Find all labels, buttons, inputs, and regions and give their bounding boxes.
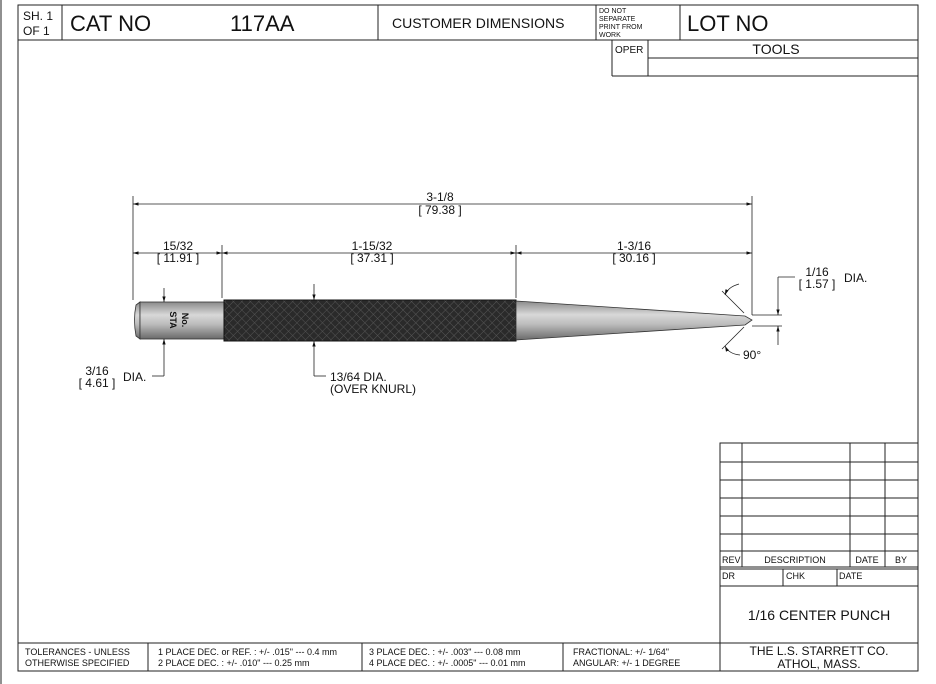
do-not-separate-2: SEPARATE: [599, 16, 636, 23]
punch-head: [134, 301, 141, 340]
taper-length-metric: [ 30.16 ]: [612, 251, 655, 265]
top-title-block: SH. 1 OF 1 CAT NO 117AA CUSTOMER DIMENSI…: [18, 5, 918, 77]
overall-length-metric: [ 79.38 ]: [418, 203, 461, 217]
shank-dia-suffix: DIA.: [123, 370, 146, 384]
cat-no-label: CAT NO: [70, 11, 151, 36]
cat-no-value: 117AA: [230, 11, 295, 36]
tip-dia-fraction: 1/16: [805, 265, 829, 279]
company-name: THE L.S. STARRETT CO.: [750, 644, 889, 658]
tip-angle: 90°: [743, 348, 761, 362]
tolerance-fractional: FRACTIONAL: +/- 1/64": [573, 647, 669, 657]
date-header: DATE: [855, 555, 878, 565]
tolerance-block: TOLERANCES - UNLESS OTHERWISE SPECIFIED …: [18, 642, 720, 671]
revision-block: REV DESCRIPTION DATE BY DR CHK DATE 1/16…: [719, 442, 919, 672]
rev-header: REV: [722, 555, 741, 565]
sheet-number: SH. 1: [23, 9, 53, 23]
knurl-length-fraction: 1-15/32: [352, 239, 393, 253]
knurl-length-metric: [ 37.31 ]: [350, 251, 393, 265]
punch-knurl: [223, 299, 517, 342]
knurl-dia-note: (OVER KNURL): [330, 382, 416, 396]
dr-label: DR: [722, 571, 735, 581]
dimension-labels: 3-1/8 [ 79.38 ] 15/32 [ 11.91 ] 1-15/32 …: [79, 190, 868, 396]
tip-dia-metric: [ 1.57 ]: [799, 277, 836, 291]
tolerance-four-place: 4 PLACE DEC. : +/- .0005" --- 0.01 mm: [369, 658, 526, 668]
do-not-separate-3: PRINT FROM: [599, 24, 643, 31]
sheet-total: OF 1: [23, 24, 50, 38]
tolerances-label-2: OTHERWISE SPECIFIED: [25, 658, 130, 668]
head-length-fraction: 15/32: [163, 239, 193, 253]
tip-dia-suffix: DIA.: [844, 271, 867, 285]
shank-dia-metric: [ 4.61 ]: [79, 376, 116, 390]
by-header: BY: [895, 555, 907, 565]
company-location: ATHOL, MASS.: [777, 657, 860, 671]
overall-length-fraction: 3-1/8: [426, 190, 454, 204]
tools-label: TOOLS: [752, 41, 799, 57]
part-marking-2: No.: [180, 313, 190, 328]
taper-length-fraction: 1-3/16: [617, 239, 651, 253]
tolerance-angular: ANGULAR: +/- 1 DEGREE: [573, 658, 680, 668]
shank-dia-fraction: 3/16: [85, 364, 109, 378]
tolerances-label-1: TOLERANCES - UNLESS: [25, 647, 130, 657]
do-not-separate-1: DO NOT: [599, 8, 627, 15]
tolerance-two-place: 2 PLACE DEC. : +/- .010" --- 0.25 mm: [158, 658, 310, 668]
part-title: 1/16 CENTER PUNCH: [748, 607, 890, 623]
customer-dimensions-label: CUSTOMER DIMENSIONS: [392, 15, 564, 31]
lot-no-label: LOT NO: [687, 11, 769, 36]
punch-taper: [515, 300, 753, 341]
knurl-dia-label: 13/64 DIA.: [330, 370, 387, 384]
dimension-lines: [132, 196, 795, 377]
description-header: DESCRIPTION: [764, 555, 826, 565]
punch-shank: [139, 301, 225, 340]
tolerance-three-place: 3 PLACE DEC. : +/- .003" --- 0.08 mm: [369, 647, 521, 657]
oper-label: OPER: [615, 45, 643, 56]
chk-label: CHK: [786, 571, 805, 581]
date-label: DATE: [839, 571, 862, 581]
part-marking-1: STA: [168, 311, 178, 329]
do-not-separate-4: WORK: [599, 32, 621, 39]
head-length-metric: [ 11.91 ]: [157, 251, 199, 265]
center-punch-drawing: STA No.: [134, 299, 753, 342]
tolerance-one-place: 1 PLACE DEC. or REF. : +/- .015" --- 0.4…: [158, 647, 337, 657]
